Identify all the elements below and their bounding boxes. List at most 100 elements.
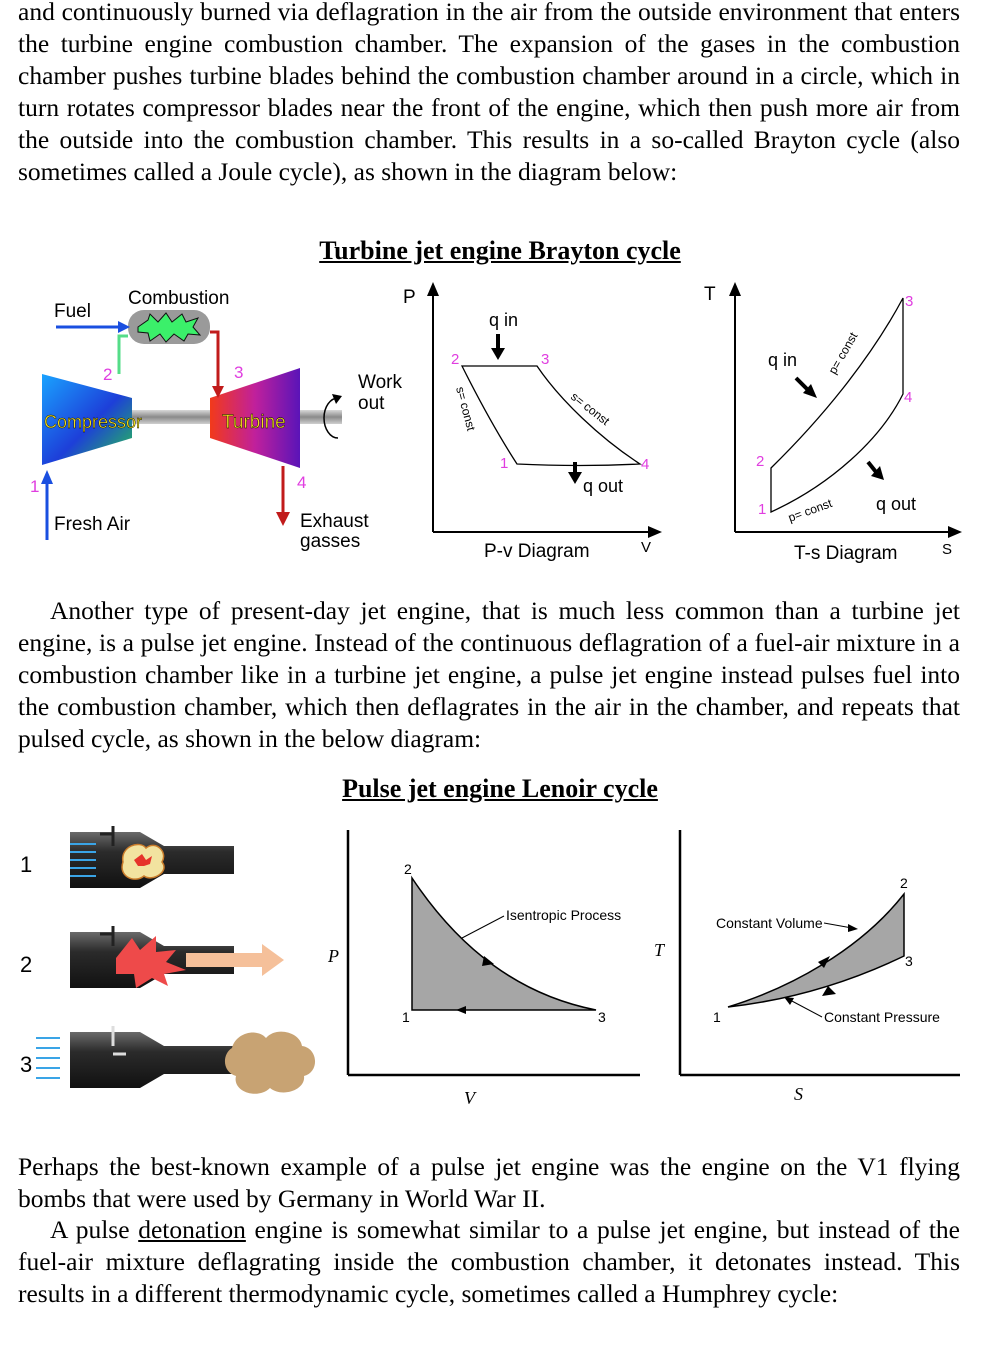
compressor-label: Compressor (44, 412, 142, 432)
paragraph-brayton-intro: and continuously burned via deflagration… (18, 0, 960, 186)
brayton-heading: Turbine jet engine Brayton cycle (319, 236, 681, 265)
lenoir-pv-axis-v: V (464, 1088, 477, 1108)
spark-icon (134, 854, 152, 866)
pv-state-4: 4 (641, 456, 649, 473)
pv-x-arrowhead (648, 526, 662, 538)
pv-q-out: q out (583, 476, 623, 496)
lenoir-ts-state-2: 2 (900, 875, 908, 891)
state-2-label: 2 (103, 365, 112, 384)
state-1-label: 1 (30, 477, 39, 496)
lenoir-ts-arrow-heat (818, 956, 830, 968)
pv-y-arrowhead (427, 282, 439, 296)
exhaust-arrowhead (276, 512, 290, 526)
lenoir-pv-diagram: P V 2 1 3 Isentropic Process (327, 830, 640, 1108)
fuel-arrowhead (118, 321, 130, 333)
explosion-icon (116, 936, 186, 988)
brayton-figure: Compressor Turbine Combustion Fuel 2 3 1… (30, 282, 962, 564)
lenoir-ts-state-3: 3 (905, 953, 913, 969)
rotation-icon (323, 397, 339, 439)
ts-axis-t: T (704, 284, 716, 305)
turbine-label: Turbine (222, 412, 286, 433)
pv-cycle-curve (460, 365, 643, 467)
paragraph-pulse-detonation: A pulse detonation engine is somewhat si… (18, 1214, 960, 1310)
ts-q-in-arrow (794, 376, 810, 392)
ts-x-arrowhead (948, 526, 962, 538)
fuel-label: Fuel (54, 301, 91, 322)
compressor-block (42, 374, 132, 465)
brayton-ts-diagram: T S T-s Diagram 1 2 3 4 q in q out p= co… (704, 282, 962, 564)
const-pressure-arrowhead (784, 997, 794, 1005)
flame-icon (137, 312, 202, 343)
const-volume-label: Constant Volume (716, 915, 823, 931)
rotation-arrowhead (332, 394, 342, 404)
paragraph-pulse-jet-intro: Another type of present-day jet engine, … (18, 596, 960, 753)
inlet-valve-icon (111, 1026, 126, 1056)
ts-state-3: 3 (905, 293, 913, 310)
lenoir-pv-cycle (411, 875, 597, 1011)
step-3-label: 3 (20, 1052, 32, 1077)
ts-q-in: q in (768, 350, 797, 370)
pv-q-in: q in (489, 310, 518, 330)
lenoir-pv-arrow-return (456, 1006, 466, 1014)
gasses-label: gasses (300, 531, 360, 552)
ts-state-4: 4 (904, 389, 912, 406)
exhaust-label: Exhaust (300, 511, 369, 532)
exhaust-jet-arrow (186, 944, 284, 976)
pv-axis-v: V (641, 539, 651, 556)
inlet-valve-icon (100, 826, 115, 846)
lenoir-pv-state-3: 3 (598, 1009, 606, 1025)
air-to-combustor-arrow (117, 334, 128, 374)
ts-q-in-arrowhead (803, 384, 817, 398)
lenoir-ts-diagram: T S 1 2 3 Constant Volume Constant Press… (654, 830, 960, 1104)
pulse-engine-step-1 (70, 826, 234, 888)
out-label: out (358, 393, 385, 414)
pv-q-out-arrowhead (568, 472, 582, 484)
inlet-valve-icon (100, 926, 115, 946)
lenoir-ts-arrow-reject (822, 986, 836, 996)
pulse-engine-step-3 (36, 1026, 316, 1094)
work-label: Work (358, 372, 402, 393)
lenoir-ts-state-1: 1 (713, 1009, 721, 1025)
ts-p-const-top: p= const (825, 329, 860, 376)
gas-to-turbine-arrow (210, 330, 220, 388)
lenoir-pv-state-1: 1 (402, 1009, 410, 1025)
pulse-engine-step-2 (70, 926, 284, 988)
p4-text-b: engine is somewhat similar to a pulse je… (18, 1215, 961, 1308)
ts-state-2: 2 (756, 453, 764, 470)
lenoir-pv-state-2: 2 (404, 861, 412, 877)
intake-air-icon (36, 1037, 60, 1079)
lenoir-heading: Pulse jet engine Lenoir cycle (342, 774, 658, 803)
const-volume-arrowhead (848, 924, 858, 932)
step-1-label: 1 (20, 852, 32, 877)
ts-state-1: 1 (758, 501, 766, 518)
ts-cycle-curve (770, 297, 904, 514)
ts-q-out: q out (876, 494, 916, 514)
pv-s-const-left: s= const (453, 385, 478, 433)
engine-body (70, 1032, 234, 1088)
exhaust-cloud-icon (224, 1031, 316, 1094)
ts-caption: T-s Diagram (794, 543, 897, 564)
brayton-pv-diagram: P V P-v Diagram 2 3 1 4 q in q out s= co… (403, 282, 662, 562)
lenoir-pv-arrow-expand (482, 956, 494, 966)
paragraph-v1: Perhaps the best-known example of a puls… (18, 1152, 960, 1213)
detonation-link[interactable]: detonation (138, 1215, 246, 1244)
pv-state-1: 1 (500, 455, 508, 472)
fresh-air-arrowhead (41, 470, 53, 484)
lenoir-ts-axis-t: T (654, 940, 666, 960)
isentropic-label: Isentropic Process (506, 907, 621, 923)
state-3-label: 3 (234, 363, 243, 382)
fresh-air-label: Fresh Air (54, 514, 131, 535)
p4-text-a: A pulse (50, 1215, 139, 1244)
ts-q-out-arrowhead (871, 466, 884, 480)
ts-q-out-arrow (866, 460, 878, 474)
ts-y-arrowhead (729, 282, 741, 296)
lenoir-ts-axis-s: S (794, 1084, 803, 1104)
ts-axis-s: S (942, 541, 952, 558)
state-4-label: 4 (297, 473, 306, 492)
const-pressure-label: Constant Pressure (824, 1009, 940, 1025)
pv-caption: P-v Diagram (484, 541, 590, 562)
gas-arrowhead (212, 386, 224, 398)
turbine-block (210, 368, 300, 468)
pv-axis-p: P (403, 287, 416, 308)
const-volume-pointer (823, 922, 853, 929)
